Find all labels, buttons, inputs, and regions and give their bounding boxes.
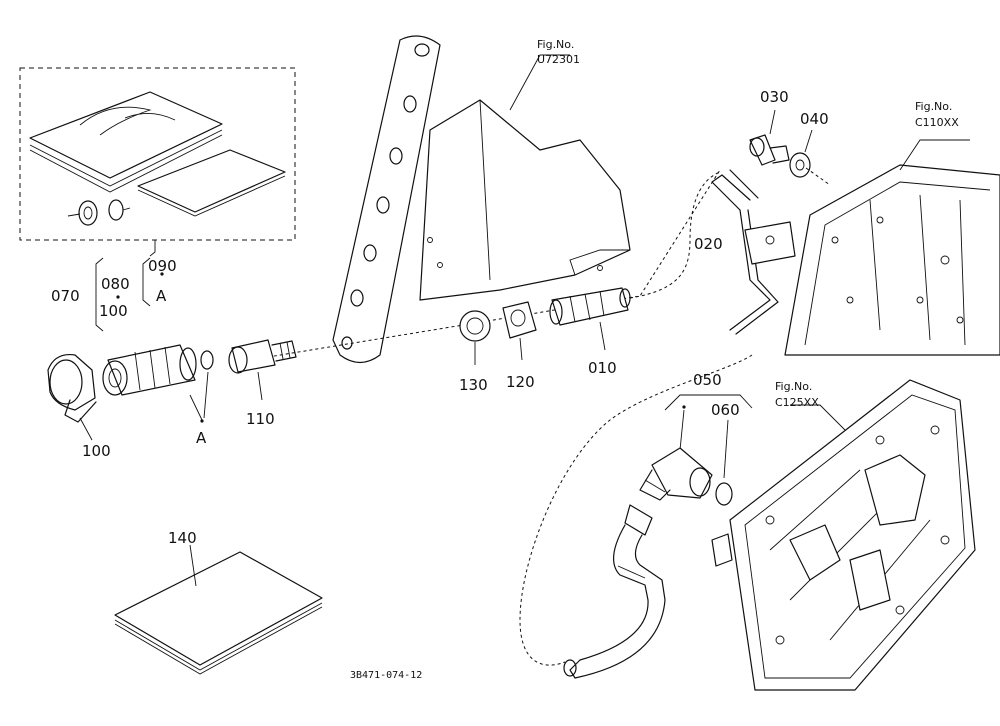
marker-a-coupler: A (196, 429, 207, 447)
hose-route (519, 171, 753, 666)
marker-a-kit: A (156, 287, 167, 305)
hydraulic-hose (563, 504, 666, 679)
manual-140: 140 (114, 529, 323, 675)
callout-140: 140 (168, 529, 197, 547)
pipe-020: 020 (694, 169, 796, 335)
dust-cap: 100 (47, 353, 111, 460)
housing-c125xx (711, 379, 976, 691)
bolt-030: 030 (749, 88, 790, 166)
callout-080: 080 (101, 275, 130, 293)
callout-050: 050 (693, 371, 722, 389)
washer-130: 130 (459, 310, 491, 394)
fig-ref-c125xx-line1: Fig.No. (775, 380, 812, 393)
fig-ref-c110xx-line2: C110XX (915, 116, 959, 129)
callout-100-kit: 100 (99, 302, 128, 320)
elbow-050: 050 060 (639, 371, 753, 506)
adapter-110: 110 (228, 339, 297, 428)
drawing-code: 3B471-074-12 (350, 670, 422, 681)
washer-040: 040 (789, 110, 831, 186)
fig-ref-u72301-line1: Fig.No. (537, 38, 574, 51)
housing-c110xx (784, 139, 1000, 356)
quick-coupler: A (102, 344, 214, 447)
nut-120: 120 (502, 301, 537, 391)
callout-110: 110 (246, 410, 275, 428)
callout-040: 040 (800, 110, 829, 128)
callout-010: 010 (588, 359, 617, 377)
coupler-010: 010 (549, 287, 631, 377)
callout-130: 130 (459, 376, 488, 394)
kit-grouping: 070 080 100 090 A (51, 240, 177, 332)
fig-ref-c110xx-line1: Fig.No. (915, 100, 952, 113)
callout-120: 120 (506, 373, 535, 391)
kit-box (19, 67, 296, 241)
callout-070: 070 (51, 287, 80, 305)
callout-030: 030 (760, 88, 789, 106)
lever-bracket (332, 35, 631, 364)
fig-ref-c125xx-line2: C125XX (775, 396, 819, 409)
callout-020: 020 (694, 235, 723, 253)
callout-060: 060 (711, 401, 740, 419)
fig-ref-u72301-line2: U72301 (537, 53, 580, 66)
callout-090: 090 (148, 257, 177, 275)
callout-100-cap: 100 (82, 442, 111, 460)
